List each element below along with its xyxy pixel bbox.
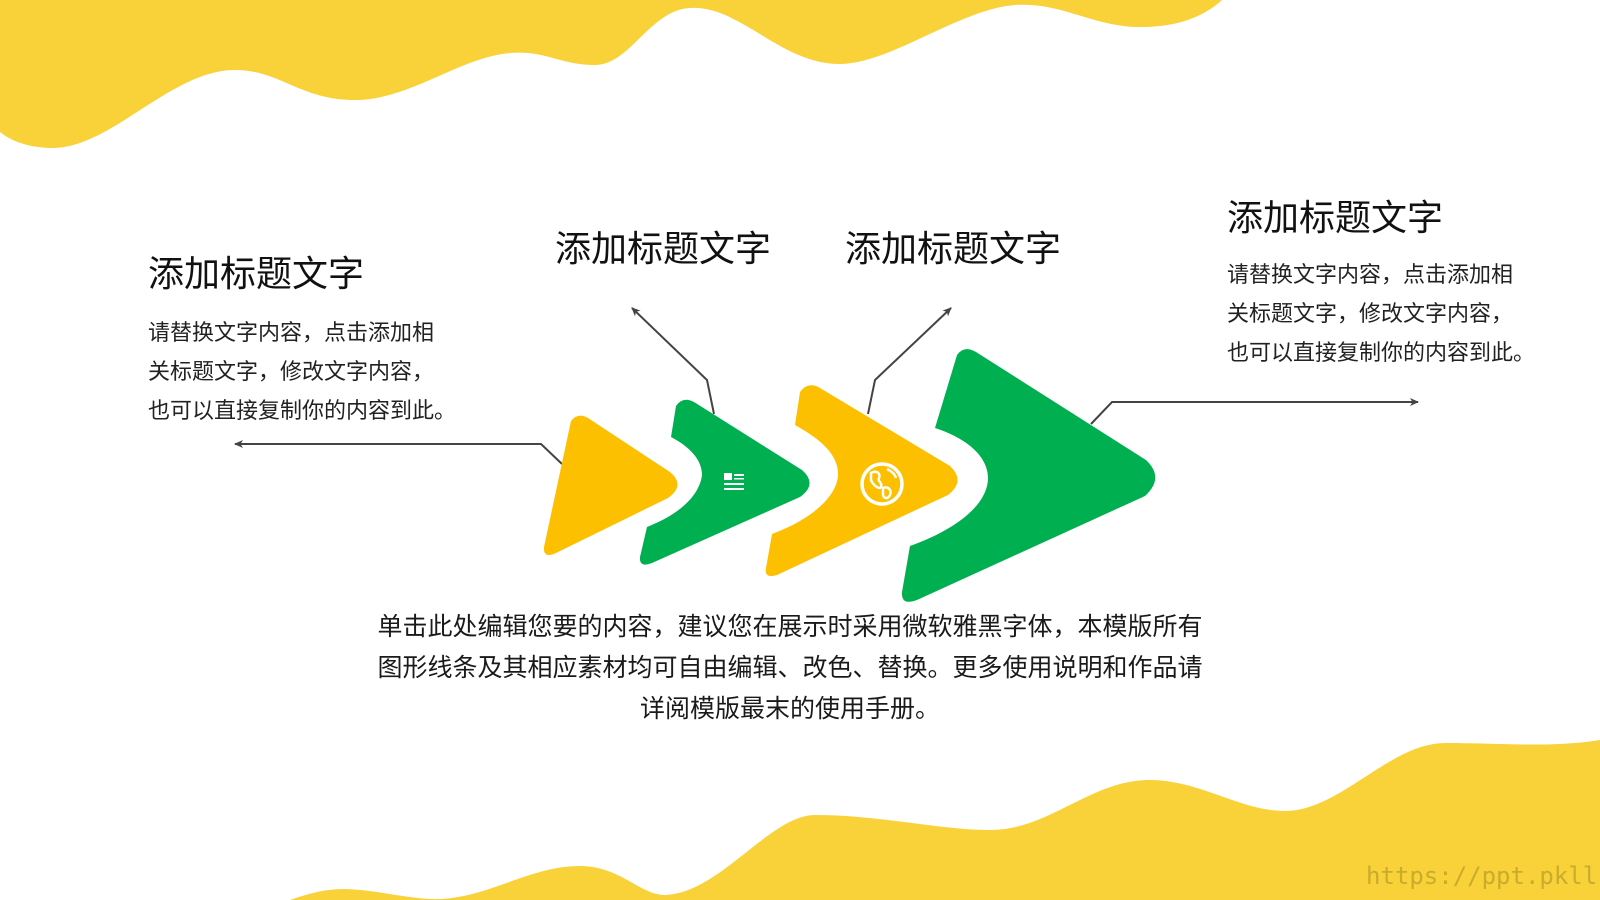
desc-line: 关标题文字，修改文字内容， [1227, 302, 1514, 327]
paragraph-line: 单击此处编辑您要的内容，建议您在展示时采用微软雅黑字体，本模版所有 [377, 612, 1203, 641]
desc-line: 也可以直接复制你的内容到此。 [148, 399, 457, 424]
paragraph-line: 详阅模版最末的使用手册。 [639, 694, 940, 723]
step-1-shape[interactable] [543, 415, 678, 555]
step-1-title: 添加标题文字 [148, 254, 365, 295]
bottom-wave [290, 740, 1600, 900]
connector-step-1 [234, 440, 563, 465]
paragraph-line: 图形线条及其相应素材均可自由编辑、改色、替换。更多使用说明和作品请 [377, 653, 1203, 682]
step-3-title: 添加标题文字 [845, 229, 1062, 270]
step-4-title: 添加标题文字 [1227, 198, 1444, 239]
top-wave [0, 0, 1222, 149]
watermark: https://ppt.pkll.de [1366, 862, 1600, 890]
document-icon [724, 472, 746, 494]
desc-line: 请替换文字内容，点击添加相 [1227, 263, 1514, 288]
desc-line: 关标题文字，修改文字内容， [148, 360, 435, 385]
globe-icon [859, 461, 905, 507]
connector-step-4 [1090, 398, 1419, 425]
step-2-title: 添加标题文字 [555, 229, 772, 270]
desc-line: 也可以直接复制你的内容到此。 [1227, 341, 1536, 366]
step-4-description: 请替换文字内容，点击添加相 关标题文字，修改文字内容， 也可以直接复制你的内容到… [1227, 256, 1535, 373]
step-2-shape[interactable] [639, 399, 810, 565]
desc-line: 请替换文字内容，点击添加相 [148, 321, 435, 346]
step-1-description: 请替换文字内容，点击添加相 关标题文字，修改文字内容， 也可以直接复制你的内容到… [148, 314, 456, 431]
body-paragraph: 单击此处编辑您要的内容，建议您在展示时采用微软雅黑字体，本模版所有 图形线条及其… [290, 606, 1290, 729]
step-4-shape[interactable] [901, 349, 1156, 602]
connector-step-3 [867, 307, 952, 415]
connector-step-2 [631, 307, 715, 415]
